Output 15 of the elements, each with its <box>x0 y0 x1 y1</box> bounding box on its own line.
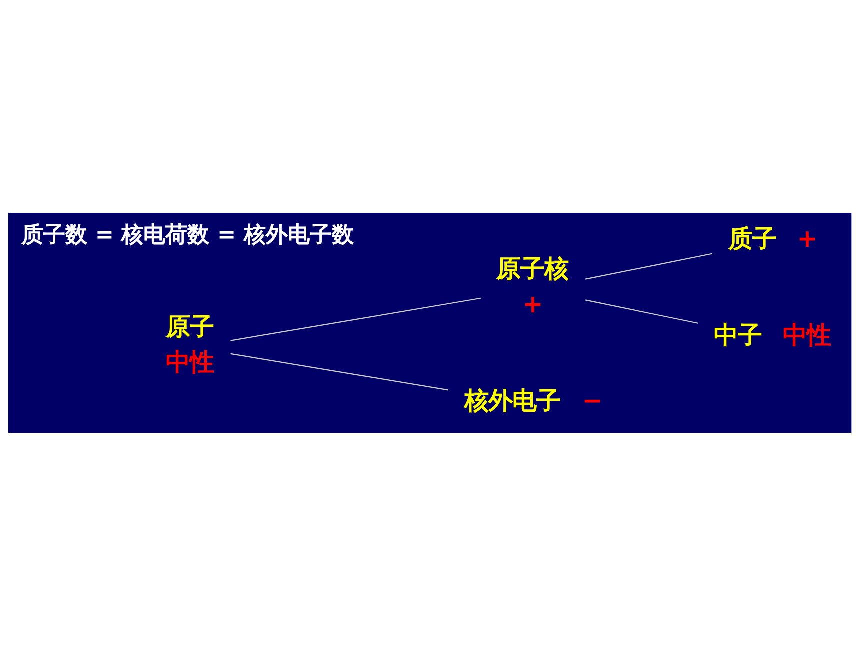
node-label: − <box>582 386 603 415</box>
node-text: 原子核 <box>496 254 569 282</box>
label: 质子数 = 核电荷数 = 核外电子数 <box>22 221 354 248</box>
node-text: 质子 <box>728 224 776 252</box>
node-text: 核外电子 <box>464 386 560 415</box>
connector <box>230 352 448 390</box>
connector <box>586 252 712 280</box>
node-label: 中性 <box>782 320 831 350</box>
node-label: + <box>797 224 818 252</box>
node-label: + <box>522 289 544 318</box>
connector <box>230 297 481 341</box>
connector <box>586 299 698 324</box>
node-label: 中性 <box>166 346 214 376</box>
node-text: 中子 <box>714 320 762 350</box>
node-text: 原子 <box>166 311 214 340</box>
